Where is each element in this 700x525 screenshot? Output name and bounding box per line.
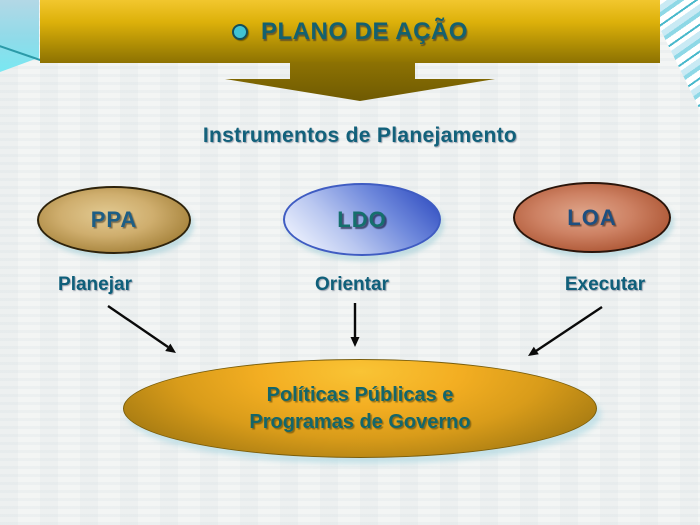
bullet-icon bbox=[232, 23, 249, 40]
label-orientar: Orientar bbox=[315, 274, 389, 295]
node-ldo-label: LDO bbox=[337, 206, 387, 232]
corner-decoration-right bbox=[660, 0, 700, 110]
slide-title: PLANO DE AÇÃO bbox=[261, 17, 468, 45]
title-banner: PLANO DE AÇÃO bbox=[40, 0, 660, 63]
label-executar: Executar bbox=[564, 274, 646, 295]
corner-decoration-left bbox=[0, 0, 39, 72]
node-ppa: PPA bbox=[37, 186, 191, 254]
node-ldo: LDO bbox=[283, 183, 441, 256]
label-planejar: Planejar bbox=[58, 274, 132, 295]
target-label-line1: Políticas Públicas e bbox=[266, 384, 454, 406]
node-target: Políticas Públicas e Programas de Govern… bbox=[123, 359, 597, 458]
node-loa: LOA bbox=[513, 182, 671, 253]
down-arrow-icon bbox=[225, 62, 495, 101]
section-title: Instrumentos de Planejamento bbox=[202, 124, 518, 147]
arrow-ppa-to-target-icon bbox=[107, 305, 176, 353]
arrow-loa-to-target-icon bbox=[528, 306, 603, 356]
target-label-line2: Programas de Governo bbox=[249, 411, 471, 433]
node-loa-label: LOA bbox=[567, 204, 617, 230]
node-ppa-label: PPA bbox=[90, 207, 138, 232]
arrow-ldo-to-target-icon bbox=[350, 303, 360, 347]
